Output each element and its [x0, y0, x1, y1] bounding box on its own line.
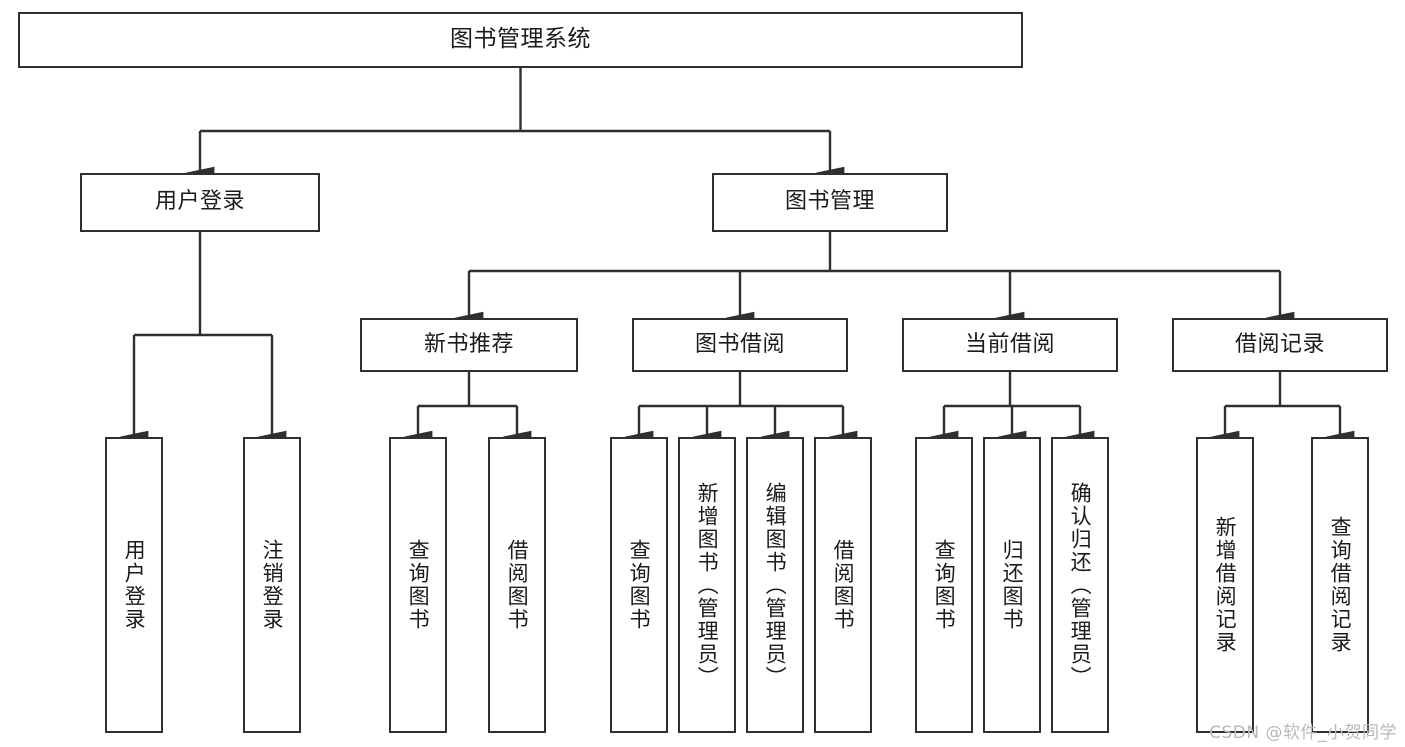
- node-label: 注销登录: [260, 539, 285, 631]
- node-label: 借阅图书: [505, 539, 530, 631]
- node-leaf-user-login: 用户登录: [105, 437, 163, 733]
- node-leaf-query-book-borrow: 查询图书: [610, 437, 668, 733]
- node-leaf-borrow-book: 借阅图书: [814, 437, 872, 733]
- node-label: 用户登录: [122, 539, 147, 631]
- node-leaf-borrow-book-rec: 借阅图书: [488, 437, 546, 733]
- node-leaf-add-book: 新增图书（管理员）: [678, 437, 736, 733]
- node-label: 图书管理系统: [450, 26, 591, 53]
- node-leaf-return-book: 归还图书: [983, 437, 1041, 733]
- node-root: 图书管理系统: [18, 12, 1023, 68]
- node-label: 查询借阅记录: [1328, 516, 1353, 654]
- node-label: 新增借阅记录: [1213, 516, 1238, 654]
- node-current-borrow: 当前借阅: [902, 318, 1118, 372]
- node-label: 借阅图书: [831, 539, 856, 631]
- node-label: 查询图书: [627, 539, 652, 631]
- node-label: 当前借阅: [964, 331, 1055, 357]
- node-label: 查询图书: [932, 539, 957, 631]
- node-leaf-query-record: 查询借阅记录: [1311, 437, 1369, 733]
- node-leaf-confirm-return: 确认归还（管理员）: [1051, 437, 1109, 733]
- node-leaf-logout: 注销登录: [243, 437, 301, 733]
- node-leaf-query-book-cur: 查询图书: [915, 437, 973, 733]
- node-label: 图书借阅: [694, 331, 785, 357]
- node-label: 图书管理: [784, 189, 875, 215]
- node-leaf-edit-book: 编辑图书（管理员）: [746, 437, 804, 733]
- node-book-borrow: 图书借阅: [632, 318, 848, 372]
- node-borrow-record: 借阅记录: [1172, 318, 1388, 372]
- node-label: 新书推荐: [423, 331, 514, 357]
- node-new-book-rec: 新书推荐: [360, 318, 578, 372]
- node-label: 查询图书: [406, 539, 431, 631]
- node-label: 归还图书: [1000, 539, 1025, 631]
- node-leaf-query-book-rec: 查询图书: [389, 437, 447, 733]
- node-label: 编辑图书（管理员）: [763, 481, 788, 689]
- node-book-manage: 图书管理: [712, 173, 948, 232]
- node-user-login: 用户登录: [80, 173, 320, 232]
- node-label: 新增图书（管理员）: [695, 481, 720, 689]
- node-label: 用户登录: [154, 189, 245, 215]
- node-label: 确认归还（管理员）: [1068, 481, 1093, 689]
- node-label: 借阅记录: [1234, 331, 1325, 357]
- node-leaf-add-record: 新增借阅记录: [1196, 437, 1254, 733]
